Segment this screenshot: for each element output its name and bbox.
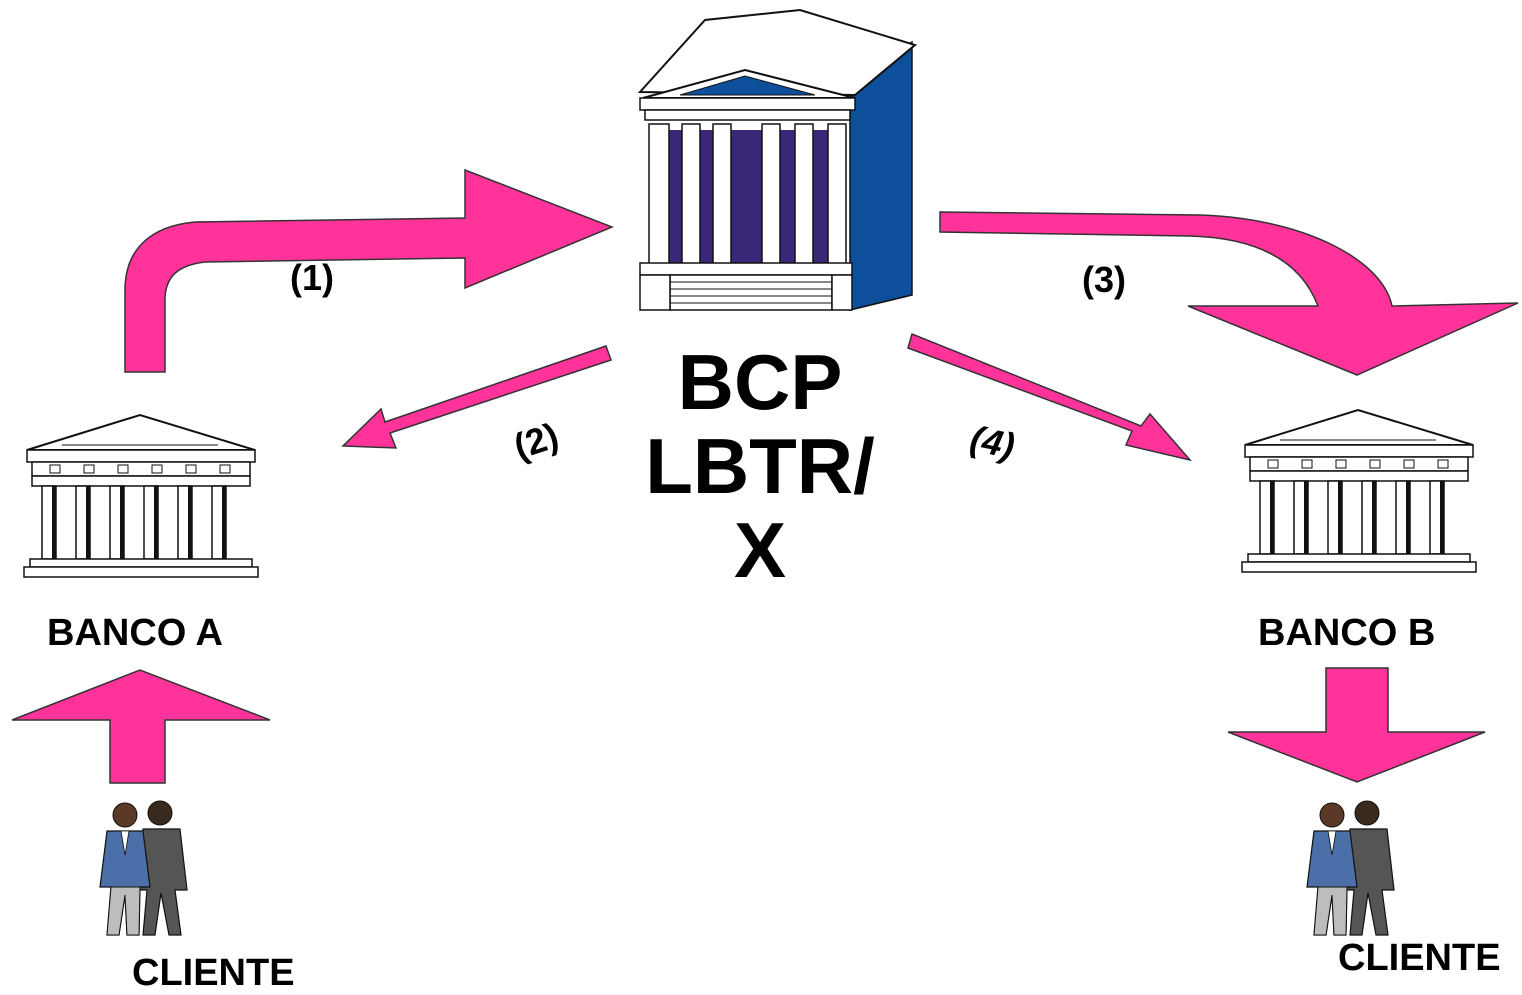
- central-bank-building-icon: [637, 8, 918, 311]
- bank-building-icon: [23, 413, 259, 578]
- clients-icon: [99, 800, 188, 936]
- bank-building-icon: [1241, 408, 1477, 573]
- central-bank-label-line-1: BCP: [677, 338, 843, 426]
- arrow-banco-b-to-cliente: [1227, 667, 1486, 783]
- bank-a-label: BANCO A: [47, 612, 223, 654]
- step-label-2: (2): [509, 414, 564, 467]
- central-bank-label: BCP LBTR/ X: [600, 340, 920, 592]
- arrow-4-bcp-to-banco-b: [907, 332, 1193, 462]
- arrow-1-banco-a-to-bcp: [124, 168, 615, 373]
- arrow-2-bcp-to-banco-a: [341, 345, 612, 449]
- central-bank-label-line-3: X: [733, 506, 787, 594]
- client-a-label: CLIENTE: [132, 952, 295, 994]
- step-label-1: (1): [290, 257, 334, 298]
- clients-icon: [1306, 800, 1395, 936]
- central-bank-label-line-2: LBTR/: [645, 422, 875, 510]
- bank-b-label: BANCO B: [1258, 612, 1436, 654]
- arrow-3-bcp-to-banco-b: [939, 211, 1519, 376]
- step-label-4: (4): [967, 417, 1019, 466]
- step-label-3: (3): [1082, 259, 1126, 300]
- arrow-cliente-to-banco-a: [11, 669, 271, 784]
- client-b-label: CLIENTE: [1338, 937, 1501, 979]
